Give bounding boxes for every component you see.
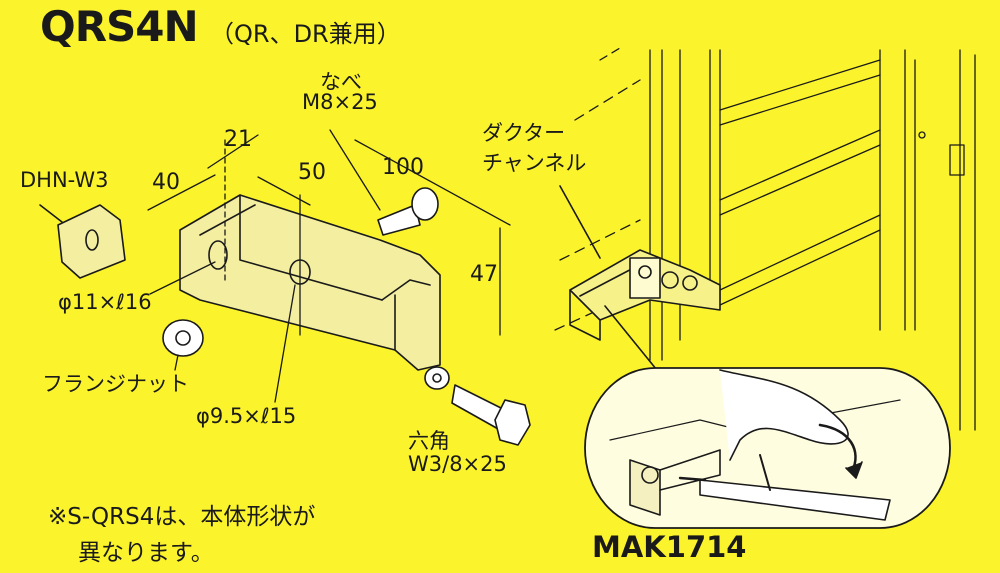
dimension-100: 100 [382, 155, 424, 180]
label-dhn-w3: DHN-W3 [20, 168, 109, 192]
ladder-frame [554, 47, 976, 431]
label-flange-nut: フランジナット [42, 372, 189, 396]
page-subtitle: （QR、DR兼用） [210, 20, 401, 48]
label-hex-line2: W3/8×25 [408, 452, 507, 476]
footnote-line2: 異なります。 [78, 540, 214, 566]
dimension-lines [147, 129, 511, 403]
dimension-21: 21 [224, 127, 252, 152]
footnote-line1: ※S-QRS4は、本体形状が [48, 504, 316, 530]
label-bolt-m8: M8×25 [302, 90, 378, 114]
page-title: QRS4N [40, 2, 199, 51]
dimension-40: 40 [152, 170, 180, 195]
label-hex-line1: 六角 [408, 429, 450, 453]
duct-leader [559, 185, 601, 259]
label-duct-line2: チャンネル [482, 151, 587, 175]
label-hole-small: φ9.5×ℓ15 [196, 404, 297, 428]
dhn-leader [39, 204, 63, 223]
duct-channel [569, 249, 721, 341]
dimension-47: 47 [470, 262, 498, 287]
bracket-body [179, 194, 441, 371]
flange-nut [162, 319, 204, 357]
dimension-50: 50 [298, 160, 326, 185]
detail-inset [584, 367, 951, 529]
hex-bolt [424, 366, 531, 446]
label-hole-large: φ11×ℓ16 [58, 290, 152, 314]
pan-bolt [377, 187, 439, 236]
washer-plate [57, 204, 126, 279]
label-nabe: なべ [320, 70, 362, 94]
product-code: MAK1714 [592, 530, 747, 564]
label-duct-line1: ダクター [482, 121, 566, 145]
